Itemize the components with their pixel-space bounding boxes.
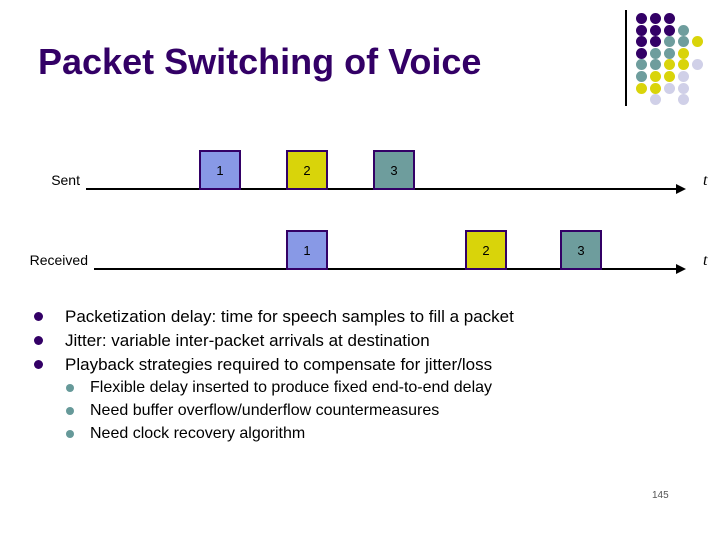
decorative-dot bbox=[692, 59, 703, 71]
packet-label: 1 bbox=[216, 162, 224, 178]
decorative-dot bbox=[664, 13, 675, 24]
bullet-text: Need clock recovery algorithm bbox=[90, 425, 306, 442]
page-number: 145 bbox=[652, 490, 669, 501]
timeline-label-received: Received bbox=[29, 252, 88, 268]
bullet-item-level1: Playback strategies required to compensa… bbox=[34, 353, 700, 376]
bullet-text: Playback strategies required to compensa… bbox=[65, 355, 493, 374]
packet-block-received-3: 3 bbox=[560, 230, 602, 270]
packet-label: 2 bbox=[303, 162, 311, 178]
bullet-item-level1: Packetization delay: time for speech sam… bbox=[34, 305, 700, 328]
decorative-dot-grid bbox=[636, 13, 716, 106]
bullet-marker-icon bbox=[34, 336, 43, 345]
timeline-arrowhead-sent bbox=[676, 184, 686, 194]
packet-block-received-1: 1 bbox=[286, 230, 328, 270]
decorative-dot bbox=[678, 82, 689, 94]
timeline-axis-label-sent: t bbox=[703, 172, 708, 189]
packet-block-sent-1: 1 bbox=[199, 150, 241, 190]
decorative-dot bbox=[678, 36, 689, 48]
bullet-text: Need buffer overflow/underflow counterme… bbox=[90, 402, 440, 419]
decorative-dot bbox=[650, 36, 661, 48]
decorative-dot bbox=[636, 59, 647, 71]
page-title: Packet Switching of Voice bbox=[38, 41, 482, 82]
decorative-dot bbox=[678, 47, 689, 59]
decorative-dot bbox=[664, 59, 675, 71]
bullet-marker-icon bbox=[34, 360, 43, 369]
decorative-dot bbox=[636, 24, 647, 36]
decorative-dot bbox=[678, 59, 689, 71]
decorative-vertical-rule bbox=[625, 10, 627, 106]
bullet-list: Packetization delay: time for speech sam… bbox=[34, 305, 700, 446]
timeline-axis-received bbox=[94, 268, 678, 270]
decorative-dot bbox=[650, 47, 661, 59]
decorative-dot bbox=[636, 82, 647, 94]
decorative-dot bbox=[636, 71, 647, 82]
bullet-item-level2: Need buffer overflow/underflow counterme… bbox=[66, 400, 700, 422]
timeline-axis-label-received: t bbox=[703, 252, 708, 269]
timeline-label-sent: Sent bbox=[51, 172, 80, 188]
bullet-marker-icon bbox=[34, 312, 43, 321]
decorative-dot bbox=[650, 71, 661, 82]
packet-label: 3 bbox=[577, 242, 585, 258]
decorative-dot bbox=[636, 13, 647, 24]
bullet-item-level2: Need clock recovery algorithm bbox=[66, 423, 700, 445]
decorative-dot bbox=[692, 36, 703, 48]
bullet-item-level2: Flexible delay inserted to produce fixed… bbox=[66, 377, 700, 399]
packet-label: 2 bbox=[482, 242, 490, 258]
packet-label: 3 bbox=[390, 162, 398, 178]
timeline-arrowhead-received bbox=[676, 264, 686, 274]
decorative-dot bbox=[664, 36, 675, 48]
decorative-dot bbox=[636, 36, 647, 48]
decorative-dot bbox=[650, 82, 661, 94]
decorative-dot bbox=[636, 47, 647, 59]
decorative-dot bbox=[678, 24, 689, 36]
decorative-dot bbox=[664, 47, 675, 59]
decorative-dot bbox=[678, 94, 689, 106]
bullet-text: Flexible delay inserted to produce fixed… bbox=[90, 379, 493, 396]
packet-block-received-2: 2 bbox=[465, 230, 507, 270]
bullet-marker-icon bbox=[66, 430, 74, 438]
decorative-dot bbox=[650, 13, 661, 24]
packet-label: 1 bbox=[303, 242, 311, 258]
bullet-text: Packetization delay: time for speech sam… bbox=[65, 307, 514, 326]
decorative-dot bbox=[664, 24, 675, 36]
bullet-marker-icon bbox=[66, 407, 74, 415]
decorative-dot bbox=[664, 71, 675, 82]
decorative-dot bbox=[664, 82, 675, 94]
decorative-dot bbox=[650, 94, 661, 106]
packet-block-sent-3: 3 bbox=[373, 150, 415, 190]
decorative-dot bbox=[678, 71, 689, 82]
bullet-marker-icon bbox=[66, 384, 74, 392]
decorative-dot bbox=[650, 24, 661, 36]
decorative-dot bbox=[650, 59, 661, 71]
packet-block-sent-2: 2 bbox=[286, 150, 328, 190]
bullet-text: Jitter: variable inter-packet arrivals a… bbox=[65, 331, 430, 350]
bullet-item-level1: Jitter: variable inter-packet arrivals a… bbox=[34, 329, 700, 352]
